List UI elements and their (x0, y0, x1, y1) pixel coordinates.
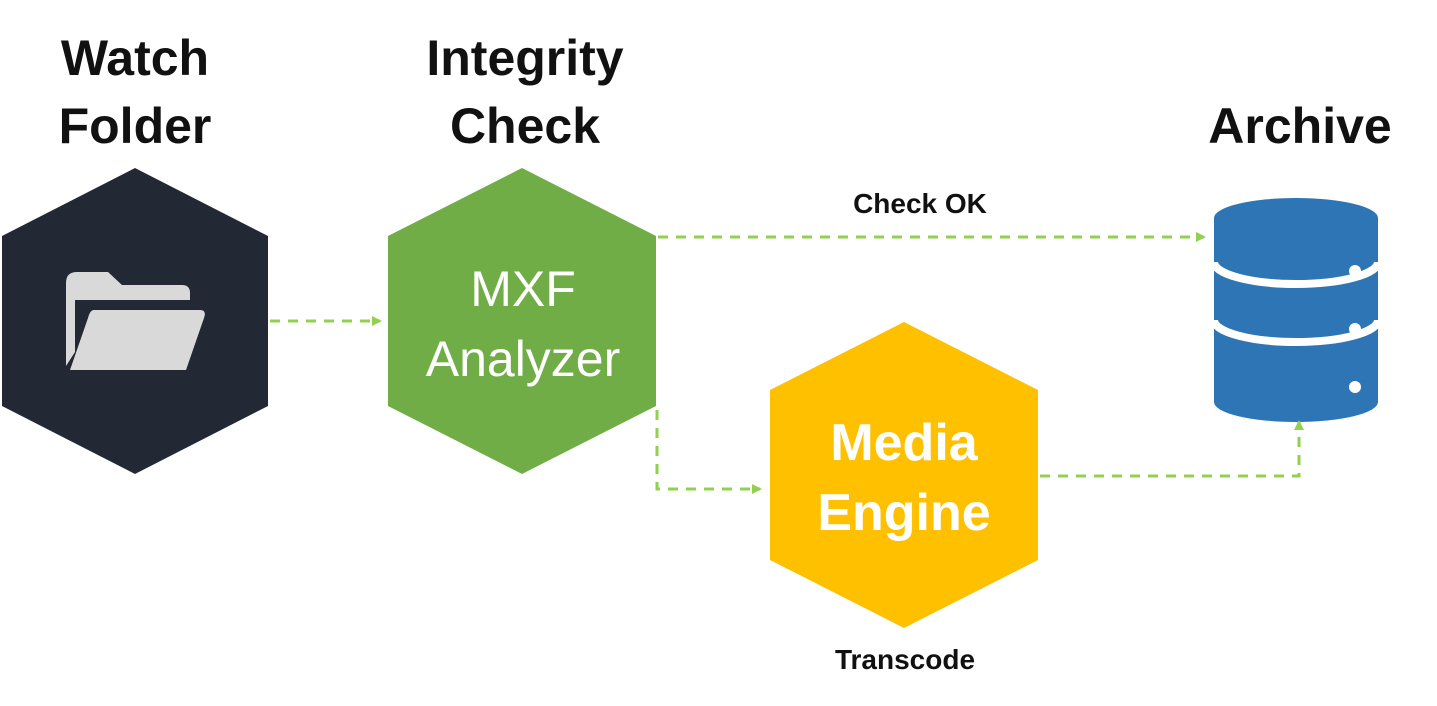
mxf-analyzer-label: MXF Analyzer (425, 261, 621, 387)
heading-archive: Archive (1208, 98, 1392, 154)
media-engine-label: Media Engine (817, 414, 991, 542)
edge-analyzer-to-media-engine (655, 410, 762, 494)
edge-media-engine-to-archive (1040, 420, 1304, 478)
heading-integrity-check: Integrity Check (426, 30, 624, 154)
check-ok-label: Check OK (853, 188, 987, 219)
mxf-analyzer-node (388, 168, 656, 474)
folder-open-icon (66, 272, 205, 370)
heading-watch-folder: Watch Folder (58, 30, 212, 154)
transcode-label: Transcode (834, 644, 976, 675)
media-engine-node (770, 322, 1038, 628)
database-icon (1210, 198, 1382, 422)
